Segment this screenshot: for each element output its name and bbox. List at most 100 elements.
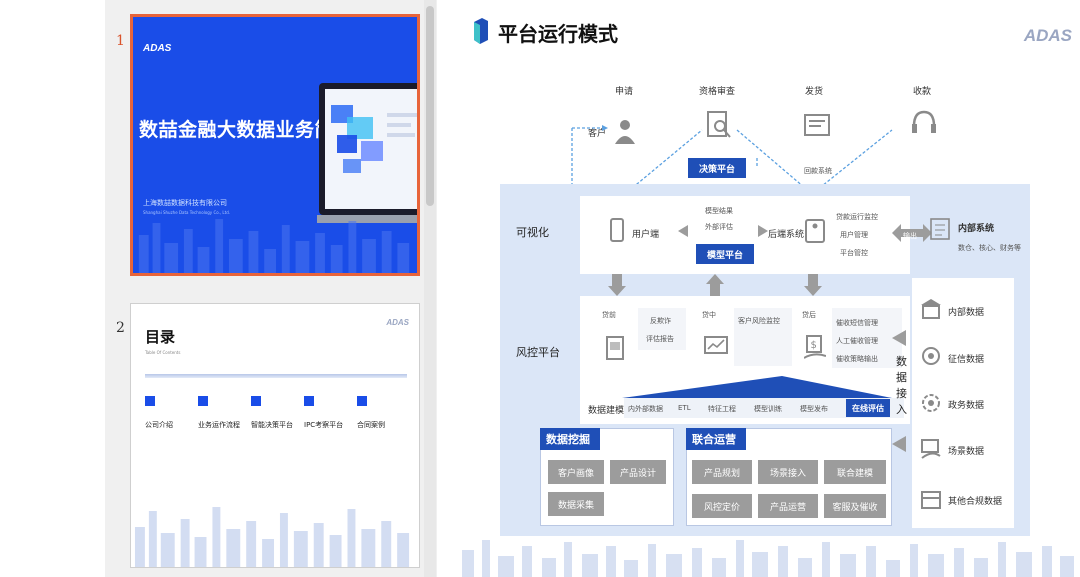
- slide-thumbnail-2[interactable]: 目录 Table Of Contents ADAS 公司介绍 业务运作流程 智能…: [130, 303, 420, 568]
- review-document-icon: [707, 111, 731, 138]
- slide1-logo: ADAS: [143, 43, 172, 54]
- anti-fraud-label: 反欺诈: [650, 317, 671, 325]
- internal-system-sub: 数仓、核心、财务等: [958, 244, 1021, 252]
- toc-bullet: [357, 396, 367, 406]
- toc-item-label: 智能决策平台: [251, 421, 293, 429]
- data-mining-header: 数据挖掘: [540, 428, 600, 450]
- joint-ops-cell: 风控定价: [692, 494, 752, 518]
- slide-thumbnail-1[interactable]: ADAS 数喆金融大数据业务简介 上海数喆数据科技有限公司 Shanghai S…: [130, 14, 420, 276]
- data-mining-cell: 数据采集: [548, 492, 604, 516]
- model-results-label: 模型结果: [705, 207, 733, 215]
- backend-item: 用户管理: [840, 231, 868, 239]
- left-arrow-icon: [892, 436, 906, 452]
- post-loan-label: 贷后: [802, 311, 816, 319]
- toc-item: 合同案例: [357, 396, 407, 430]
- bottom-skyline-graphic: [462, 540, 1074, 577]
- output-label: 输出: [903, 232, 917, 240]
- pre-loan-label: 贷前: [602, 311, 616, 319]
- pipeline-step: ETL: [678, 404, 691, 412]
- data-mining-cell: 产品设计: [610, 460, 666, 484]
- pipeline-triangle: [622, 376, 892, 398]
- risk-monitor-card: [734, 308, 792, 366]
- flow-arrows: [571, 125, 893, 206]
- online-eval-button[interactable]: 在线评估: [846, 399, 890, 417]
- model-platform-button[interactable]: 模型平台: [696, 244, 754, 264]
- post-loan-item: 人工催收管理: [836, 337, 878, 345]
- laptop-illustration: [317, 83, 417, 223]
- toc-item-label: 公司介绍: [145, 421, 173, 429]
- data-access-item: 其他合规数据: [948, 497, 1003, 507]
- thumbnail-scrollbar[interactable]: [424, 0, 436, 577]
- slide1-company-en: Shanghai Shuzhe Data Technology Co., Ltd…: [143, 210, 231, 215]
- toc-item-label: 业务运作流程: [198, 421, 240, 429]
- visual-layer-label: 可视化: [516, 226, 549, 239]
- slide-number-1: 1: [116, 33, 125, 49]
- government-gear-icon: [922, 394, 940, 412]
- customer-person-icon: [615, 120, 635, 144]
- toc-list: 公司介绍 业务运作流程 智能决策平台 IPC考察平台 合同案例: [145, 396, 407, 430]
- dollar-hand-icon: $: [804, 335, 826, 359]
- bidirectional-arrows: [678, 225, 768, 237]
- joint-ops-cell: 产品规划: [692, 460, 752, 484]
- loan-system-label: 回款系统: [804, 167, 832, 175]
- main-slide-canvas[interactable]: 平台运行模式 ADAS 申请 资格审查 发货 收款 客户: [452, 0, 1080, 577]
- pipeline-step: 模型发布: [800, 405, 828, 413]
- headset-icon: [912, 110, 936, 133]
- slide-title: 平台运行模式: [498, 22, 618, 46]
- monitor-chart-icon: [704, 336, 728, 354]
- client-label: 用户端: [632, 230, 660, 240]
- slide1-title: 数喆金融大数据业务简介: [139, 119, 354, 141]
- toc-bullet: [198, 396, 208, 406]
- svg-text:$: $: [811, 340, 817, 351]
- data-access-item: 内部数据: [948, 308, 985, 318]
- eval-report-label: 评估报告: [646, 335, 674, 343]
- backend-item: 贷款运行监控: [836, 213, 878, 221]
- scrollbar-thumb[interactable]: [426, 6, 434, 206]
- pipeline-label: 数据建模: [588, 406, 625, 416]
- checklist-icon: [930, 218, 950, 240]
- joint-ops-cell: 联合建模: [824, 460, 886, 484]
- data-mining-cell: 客户画像: [548, 460, 604, 484]
- slide2-logo: ADAS: [386, 318, 409, 327]
- post-loan-item: 催收短信管理: [836, 319, 878, 327]
- post-loan-card: [832, 308, 902, 368]
- report-icon: [606, 336, 624, 360]
- slide2-skyline-graphic: [134, 507, 410, 567]
- mobile-phone-icon: [610, 218, 624, 242]
- data-access-item: 政务数据: [948, 401, 985, 411]
- customer-label: 客户: [588, 129, 607, 139]
- pipeline-track: [624, 398, 904, 418]
- external-eval-label: 外部评估: [705, 223, 733, 231]
- backend-item: 平台管控: [840, 249, 868, 257]
- data-access-item: 征信数据: [948, 355, 985, 365]
- slide2-title: 目录: [145, 328, 176, 346]
- pipeline-step: 模型训练: [754, 405, 782, 413]
- slide2-subtitle: Table Of Contents: [145, 350, 181, 355]
- slide-number-2: 2: [116, 320, 125, 336]
- brand-logo: ADAS: [1023, 26, 1072, 45]
- decision-platform-button[interactable]: 决策平台: [688, 158, 746, 178]
- toc-item-label: IPC考察平台: [304, 421, 344, 429]
- joint-ops-cell: 场景接入: [758, 460, 818, 484]
- down-arrow-icon: [804, 274, 822, 296]
- toc-item: 智能决策平台: [251, 396, 301, 430]
- building-icon: [921, 299, 941, 319]
- flow-apply-label: 申请: [615, 87, 634, 97]
- compliance-box-icon: [921, 491, 941, 509]
- risk-monitor-label: 客户风险监控: [738, 317, 780, 325]
- toc-item: 业务运作流程: [198, 396, 248, 430]
- joint-ops-cell: 产品运营: [758, 494, 818, 518]
- toc-item-label: 合同案例: [357, 421, 385, 429]
- flow-issue-label: 发货: [805, 87, 824, 97]
- post-loan-item: 催收策略输出: [836, 355, 878, 363]
- invoice-card-icon: [804, 114, 830, 136]
- output-double-arrow: [892, 224, 932, 242]
- slide1-skyline-graphic: [138, 219, 410, 273]
- scene-hand-icon: [921, 439, 941, 459]
- credit-chat-icon: [922, 347, 940, 365]
- joint-ops-header: 联合运营: [686, 428, 746, 450]
- toc-bullet: [145, 396, 155, 406]
- left-arrow-icon: [892, 330, 906, 346]
- slide1-company: 上海数喆数据科技有限公司: [143, 199, 227, 207]
